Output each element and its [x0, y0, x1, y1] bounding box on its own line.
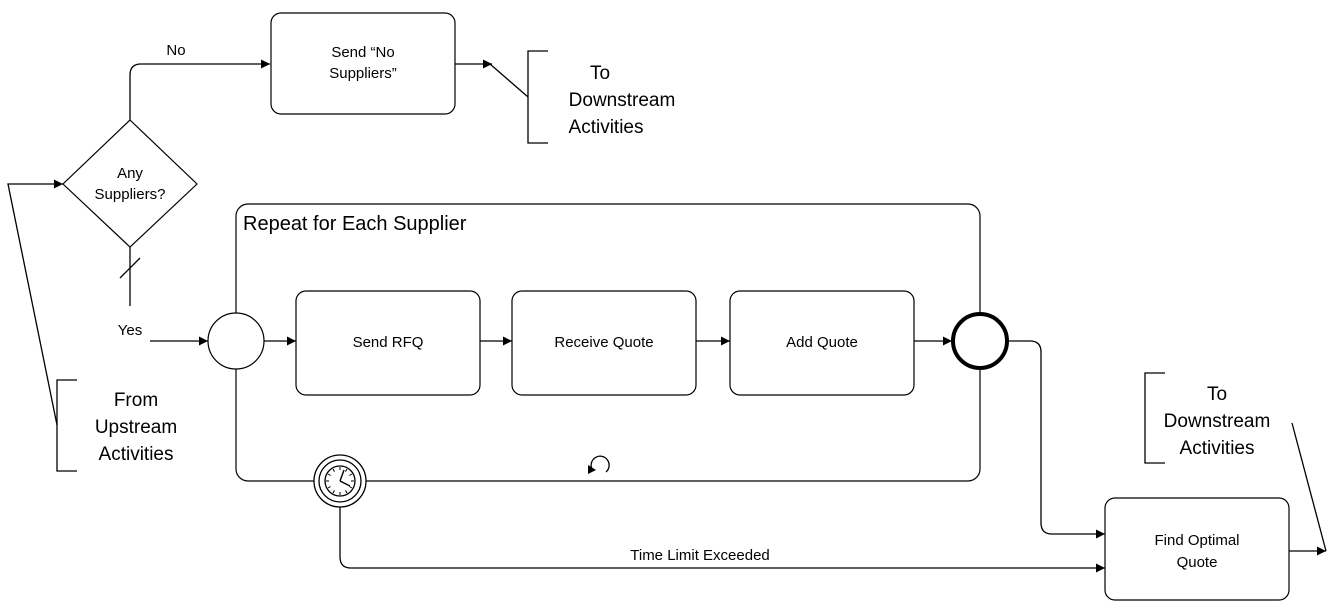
task-add-quote[interactable]: Add Quote: [729, 290, 915, 396]
end-event[interactable]: [951, 312, 1009, 370]
flow-time-limit-label: Time Limit Exceeded: [630, 547, 770, 564]
flow-subprocess-to-find-optimal[interactable]: [1007, 340, 1105, 539]
task-find-optimal-line1: Find Optimal: [1154, 532, 1239, 549]
gateway-label-line2: Suppliers?: [95, 186, 166, 203]
annotation-downstream-top-line1: To: [590, 63, 610, 84]
subprocess-title: Repeat for Each Supplier: [243, 213, 467, 235]
flow-time-limit-exceeded[interactable]: [339, 507, 1105, 573]
task-add-quote-label: Add Quote: [786, 334, 858, 351]
task-receive-quote-label: Receive Quote: [554, 334, 653, 351]
task-receive-quote[interactable]: Receive Quote: [511, 290, 697, 396]
annotation-downstream-top-line2: Downstream: [569, 90, 676, 111]
task-send-no-suppliers[interactable]: Send “No Suppliers”: [270, 12, 456, 115]
flow-no[interactable]: [129, 59, 270, 120]
flow-from-upstream[interactable]: [7, 179, 63, 426]
clock-icon: [324, 465, 356, 497]
flow-no-label: No: [166, 42, 185, 59]
annotation-downstream-top-line3: Activities: [569, 117, 644, 138]
task-send-rfq[interactable]: Send RFQ: [295, 290, 481, 396]
association-downstream-top: [489, 63, 529, 98]
loop-marker-icon: [588, 455, 610, 474]
annotation-upstream-line1: From: [114, 390, 158, 411]
annotation-downstream-right-line2: Downstream: [1164, 411, 1271, 432]
association-downstream-right: [1291, 422, 1327, 552]
gateway-label-line1: Any: [117, 165, 143, 182]
start-event[interactable]: [207, 312, 265, 370]
annotation-upstream: From Upstream Activities: [56, 379, 177, 472]
task-send-no-suppliers-line2: Suppliers”: [329, 65, 397, 82]
annotation-downstream-top: To Downstream Activities: [527, 50, 676, 144]
flow-yes-label: Yes: [118, 322, 142, 339]
task-find-optimal-line2: Quote: [1177, 554, 1218, 571]
annotation-downstream-right-line3: Activities: [1180, 438, 1255, 459]
task-send-rfq-label: Send RFQ: [353, 334, 424, 351]
annotation-downstream-right: To Downstream Activities: [1144, 372, 1271, 464]
timer-boundary-event[interactable]: [313, 454, 367, 508]
task-find-optimal-quote[interactable]: Find Optimal Quote: [1104, 497, 1290, 601]
annotation-upstream-line2: Upstream: [95, 417, 177, 438]
gateway-any-suppliers[interactable]: Any Suppliers?: [62, 119, 198, 248]
task-send-no-suppliers-line1: Send “No: [331, 44, 394, 61]
annotation-downstream-right-line1: To: [1207, 384, 1227, 405]
annotation-upstream-line3: Activities: [99, 444, 174, 465]
flow-yes[interactable]: [119, 247, 208, 346]
